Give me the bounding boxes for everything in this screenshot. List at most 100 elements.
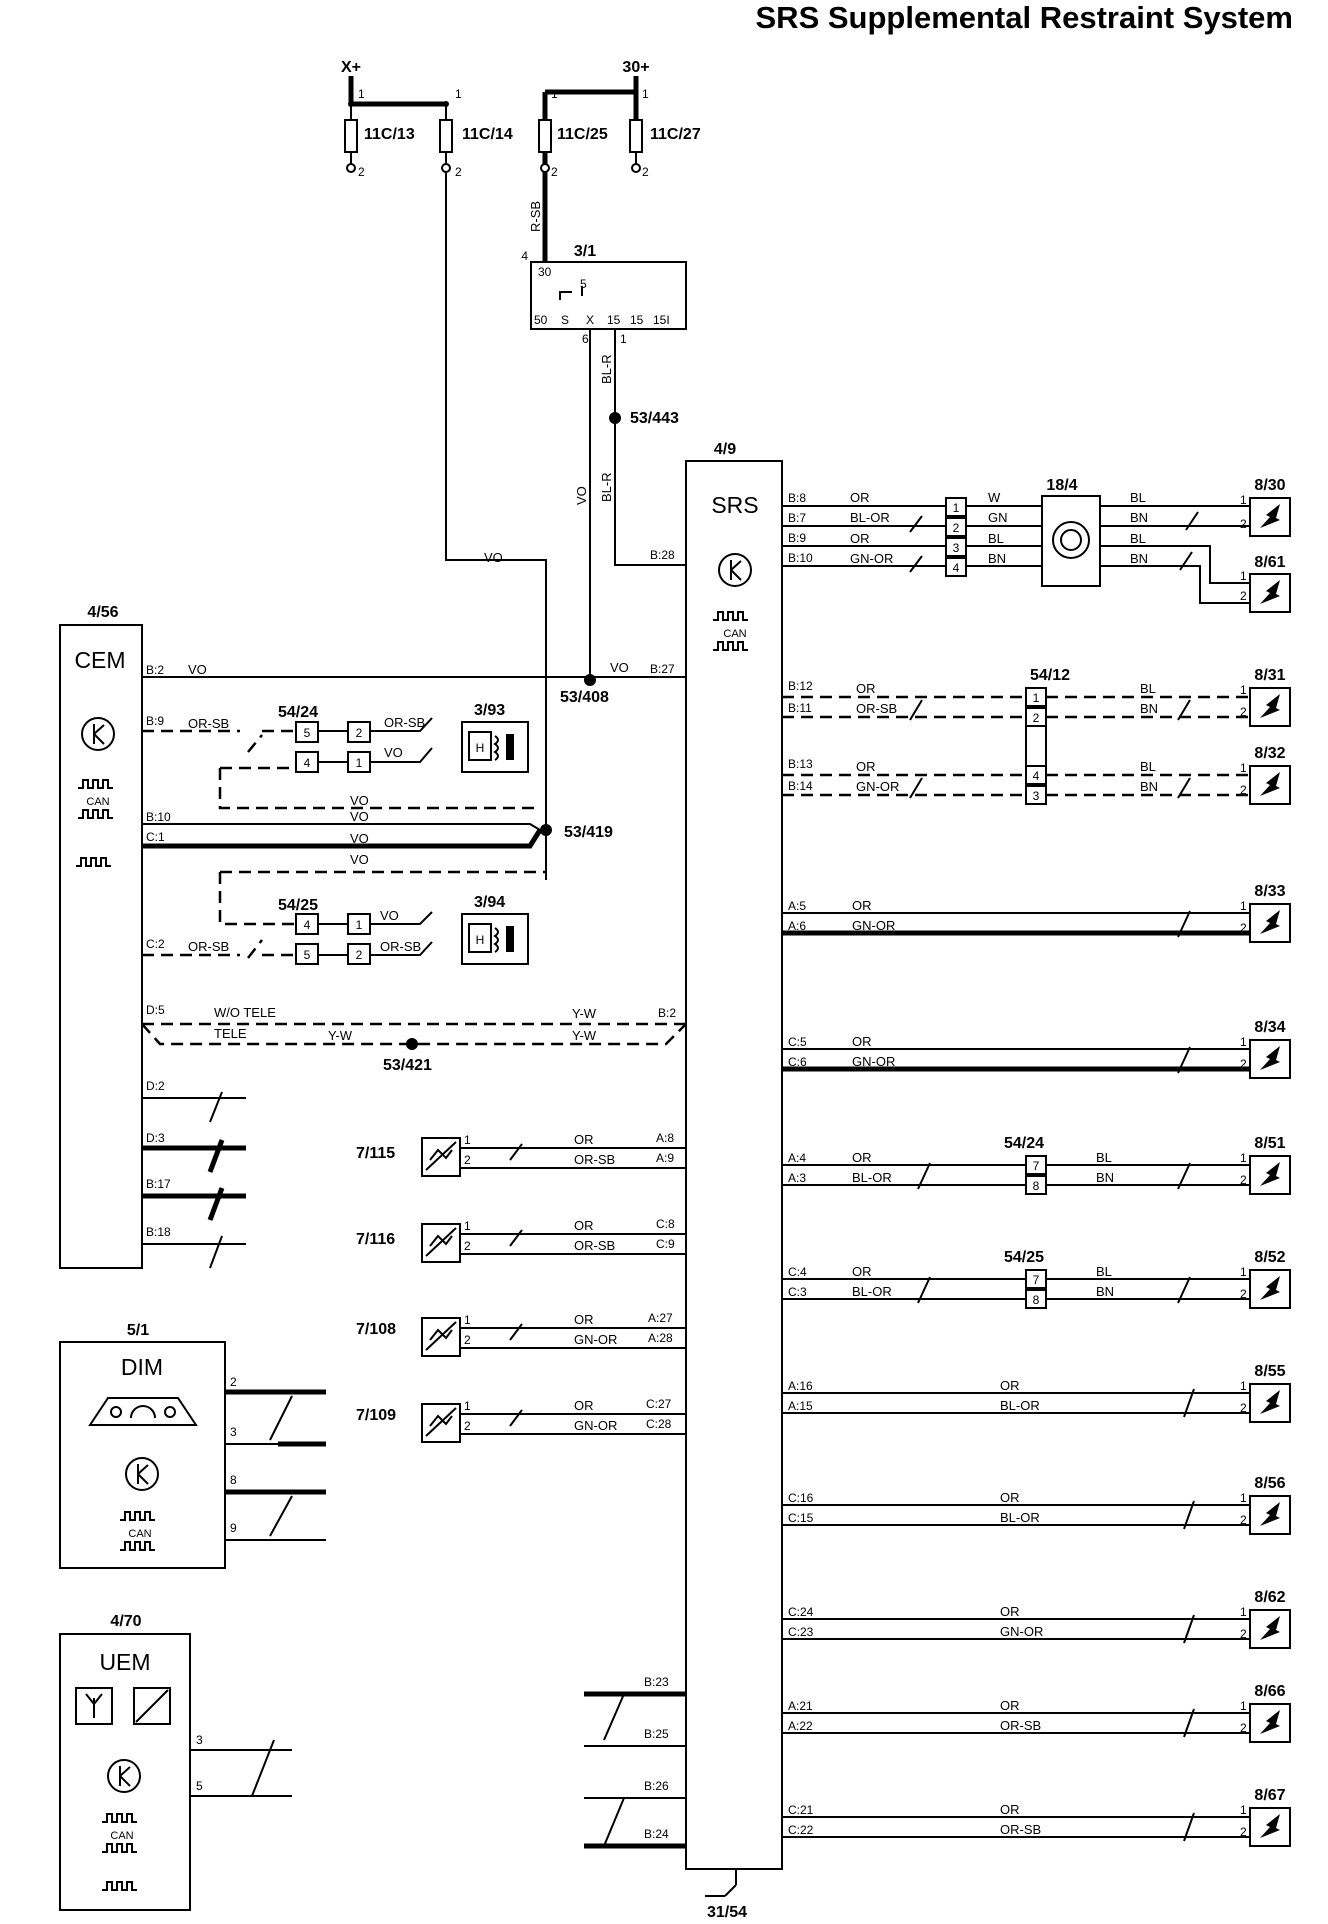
airbag-label: 8/67 (1254, 1787, 1285, 1804)
ignition-switch: 3/1 4 30 5 50 S X 15 15 15I 6 1 BL-R BL-… (484, 243, 687, 680)
conn-pin: 7 (1033, 1273, 1040, 1287)
heater-label: H (476, 741, 485, 755)
ign-pin30: 30 (538, 265, 552, 279)
wire-vo: VO (610, 660, 629, 675)
load-pin: 2 (1240, 589, 1247, 603)
power-supply: X+ 30+ 1 2 11C/13 1 2 11C/14 1 (341, 59, 701, 880)
wire-color: OR-SB (574, 1152, 615, 1167)
srs-pin: C:27 (646, 1397, 672, 1411)
srs-pin: C:4 (788, 1265, 807, 1279)
sensor-label: 7/115 (356, 1145, 395, 1162)
fuse-pin: 2 (358, 165, 365, 179)
dim-pin: 8 (230, 1473, 237, 1487)
dim-pin: 2 (230, 1375, 237, 1389)
long-rows: A:16A:15ORBL-OR8/5512C:16C:15ORBL-OR8/56… (782, 1363, 1291, 1847)
control-unit-icon (125, 1457, 159, 1491)
wire-vo: VO (350, 793, 369, 808)
wire-color: GN-OR (852, 918, 895, 933)
dim-pin: 3 (230, 1425, 237, 1439)
wire-vo: VO (350, 831, 369, 846)
load-pin: 1 (1240, 1265, 1247, 1279)
wire-vo: VO (380, 908, 399, 923)
wire-color: OR (574, 1312, 594, 1327)
load-pin: 1 (1240, 1803, 1247, 1817)
ign-pin-50: 50 (534, 313, 548, 327)
wire-color: OR (1000, 1698, 1020, 1713)
splice-label: 53/419 (564, 824, 613, 841)
fuse-11c25: 1 2 11C/25 (538, 87, 608, 179)
ign-pin5: 5 (580, 277, 587, 291)
load-pin: 2 (1240, 1825, 1247, 1839)
srs-pin: A:16 (788, 1379, 813, 1393)
can-label: CAN (723, 628, 746, 640)
srs-pin: C:24 (788, 1605, 814, 1619)
load-pin: 1 (1240, 1035, 1247, 1049)
can-bus-icon: CAN (102, 1813, 137, 1853)
load-pin: 2 (1240, 783, 1247, 797)
srs-pin: C:21 (788, 1803, 814, 1817)
airbag-label: 8/56 (1254, 1475, 1285, 1492)
wire-orsb: OR-SB (380, 939, 421, 954)
srs-pin: B:13 (788, 757, 813, 771)
conn-pin: 2 (953, 521, 960, 535)
cem-module: 4/56 CEM CAN B:2 VO VO B:9 OR-SB B:10 C:… (59, 604, 687, 1269)
connector-54-25-left: 54/25 4 5 (278, 897, 348, 965)
conn-pin: 1 (356, 918, 363, 932)
load-pin: 1 (1240, 1491, 1247, 1505)
airbag-label: 8/31 (1254, 667, 1285, 684)
heater-label: H (476, 933, 485, 947)
wire-color: OR (1000, 1604, 1020, 1619)
fuse-pin: 1 (358, 87, 365, 101)
cem-pin-b18: B:18 (146, 1225, 171, 1239)
sensor-7-115: 7/115 1 2 OR OR-SB A:8 A:9 (356, 1131, 686, 1177)
dim-name: DIM (121, 1354, 163, 1380)
wire-color: OR (574, 1132, 594, 1147)
airbag-8-31: 8/31 1 2 (1240, 667, 1291, 727)
wire-color: BN (1140, 701, 1158, 716)
srs-pin: A:3 (788, 1171, 806, 1185)
srs-pin: B:7 (788, 511, 806, 525)
wire-color: OR (856, 681, 876, 696)
srs-pin: B:25 (644, 1727, 669, 1741)
airbag-label: 8/66 (1254, 1683, 1285, 1700)
ignition-label: 3/1 (574, 243, 596, 260)
conn-pin: 1 (356, 756, 363, 770)
conn-pin: 4 (304, 756, 311, 770)
load-pin: 1 (1240, 761, 1247, 775)
srs-pin-b27: B:27 (650, 662, 675, 676)
wire-color: W (988, 490, 1001, 505)
conn-pin: 8 (1033, 1179, 1040, 1193)
srs-pin: C:16 (788, 1491, 814, 1505)
cem-pin-b9: B:9 (146, 714, 164, 728)
antenna-icon (75, 1687, 113, 1725)
ign-pin-15a: 15 (607, 313, 621, 327)
srs-pin: C:9 (656, 1237, 675, 1251)
srs-pin: B:10 (788, 551, 813, 565)
wire-vo: VO (350, 809, 369, 824)
load-pin: 2 (1240, 1287, 1247, 1301)
fuse-11c13: 1 2 11C/13 (344, 87, 415, 179)
uem-pin: 3 (196, 1733, 203, 1747)
sensor-pin: 1 (464, 1219, 471, 1233)
load-pin: 2 (1240, 1721, 1247, 1735)
wire-color: OR (850, 490, 870, 505)
srs-pin: B:14 (788, 779, 813, 793)
connector-rows: 54/2478A:4A:3ORBL-ORBLBN8/511254/2578C:4… (782, 1135, 1291, 1309)
srs-id: 4/9 (714, 441, 736, 458)
load-pin: 1 (1240, 569, 1247, 583)
srs-pin: C:15 (788, 1511, 814, 1525)
load-pin: 1 (1240, 1699, 1247, 1713)
fuse-pin: 2 (455, 165, 462, 179)
load-pin: 1 (1240, 899, 1247, 913)
wire-color: BL-OR (850, 510, 890, 525)
cem-name: CEM (74, 647, 125, 673)
wire-color: OR (852, 1264, 872, 1279)
wire-color: GN-OR (856, 779, 899, 794)
